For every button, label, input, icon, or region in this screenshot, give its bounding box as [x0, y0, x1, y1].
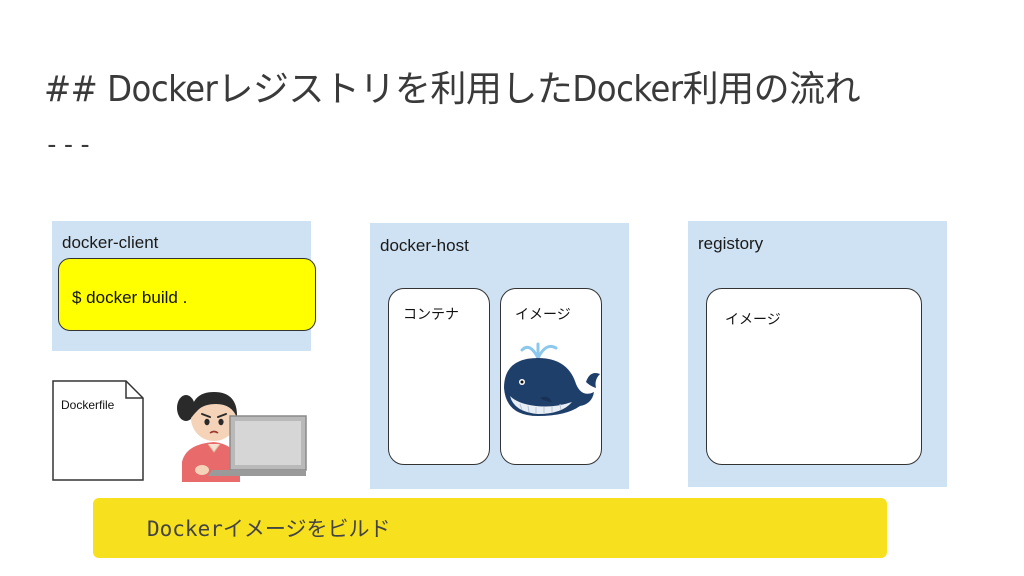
registry-image-box: イメージ	[706, 288, 922, 465]
docker-build-command-box: $ docker build .	[58, 258, 316, 331]
title-rule: ---	[44, 130, 94, 160]
host-image-label: イメージ	[515, 306, 571, 322]
step-banner: Dockerイメージをビルド	[93, 498, 887, 558]
page-title: ## Dockerレジストリを利用したDocker利用の流れ	[44, 69, 861, 110]
registry-label: registory	[698, 234, 764, 253]
document-icon	[52, 380, 144, 481]
docker-client-label: docker-client	[62, 233, 159, 252]
docker-host-label: docker-host	[380, 236, 469, 255]
host-container-box: コンテナ	[388, 288, 490, 465]
dockerfile-label: Dockerfile	[61, 398, 115, 412]
docker-build-command-text: $ docker build .	[72, 288, 188, 307]
step-banner-text: Dockerイメージをビルド	[147, 517, 391, 541]
host-container-label: コンテナ	[403, 306, 459, 322]
docker-whale-icon	[500, 336, 602, 418]
person-with-laptop-icon	[172, 378, 312, 482]
dockerfile-document: Dockerfile	[52, 380, 144, 481]
registry-image-label: イメージ	[725, 311, 781, 327]
